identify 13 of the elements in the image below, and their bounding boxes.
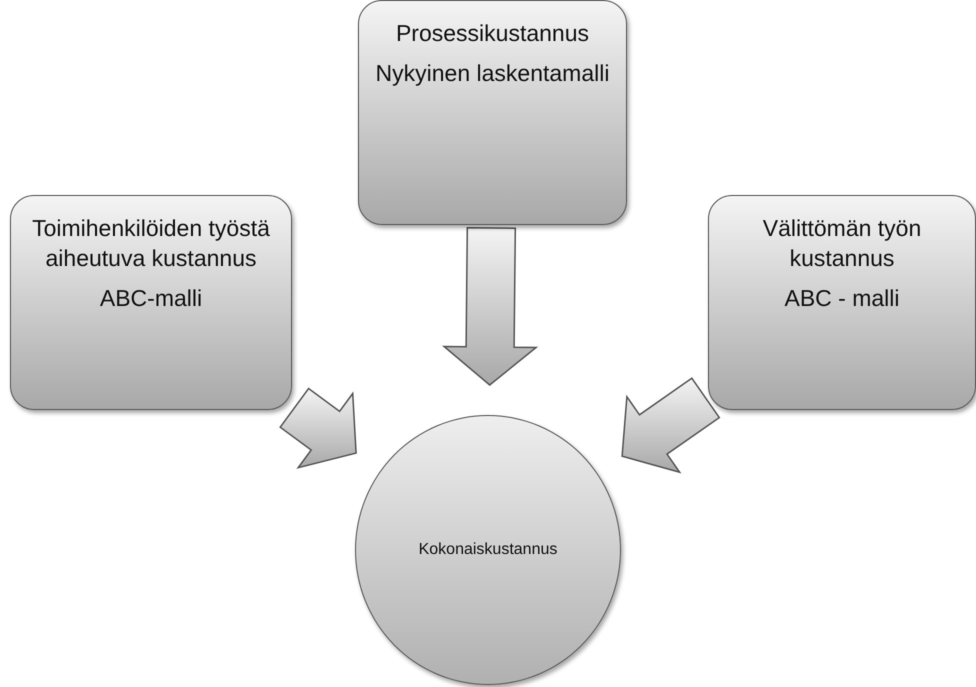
node-text: Toimihenkilöiden työstä aiheutuva kustannus [31,214,271,273]
block-arrow [621,377,720,474]
node-text: Nykyinen laskentamalli [376,58,610,88]
rounded-box [708,195,976,410]
node-text: Välittömän työn kustannus [762,214,922,273]
node-text: ABC-malli [100,284,202,313]
node-text: ABC - malli [784,284,900,313]
node-text: Kokonaiskustannus [418,540,558,560]
block-arrow [442,227,538,386]
rounded-box [10,195,292,410]
block-arrow [279,387,357,469]
rounded-box [358,0,627,225]
node-text: Prosessikustannus [396,19,590,48]
